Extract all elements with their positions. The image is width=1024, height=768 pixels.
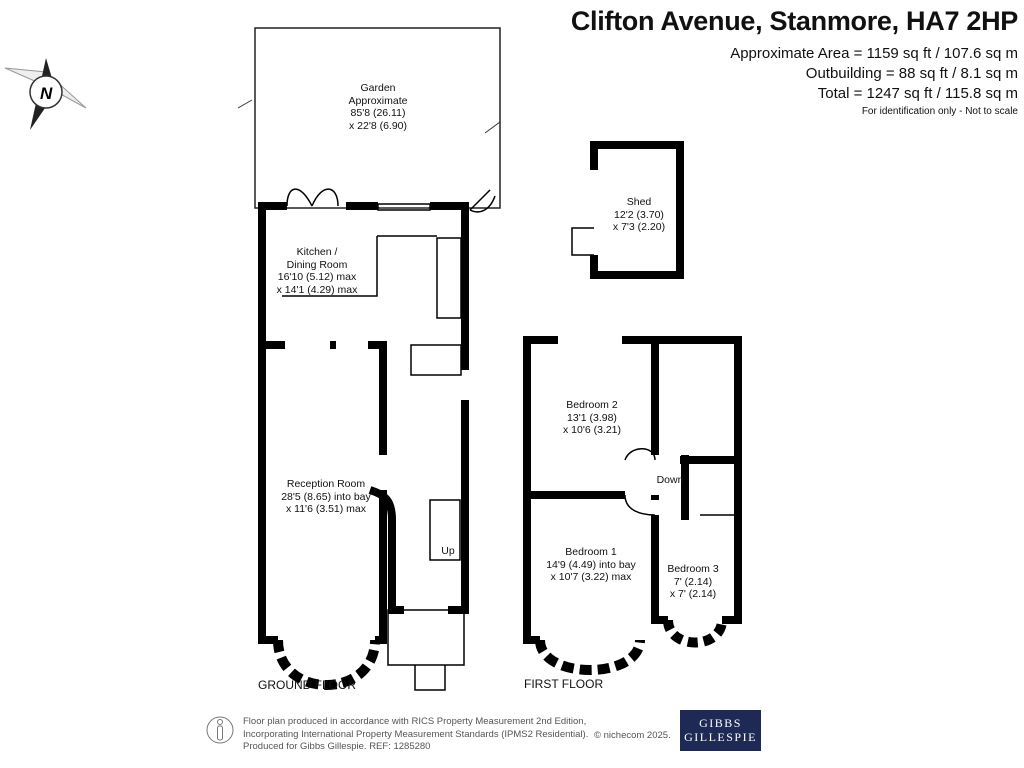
room-dimension: 28'5 (8.65) into bay bbox=[281, 490, 371, 503]
compass-icon: N bbox=[4, 58, 87, 130]
bedroom3-label: Bedroom 3 7' (2.14) x 7' (2.14) bbox=[667, 563, 718, 601]
garden-label: Garden Approximate 85'8 (26.11) x 22'8 (… bbox=[349, 82, 408, 132]
room-dimension: 7' (2.14) bbox=[673, 575, 713, 588]
ground-floor-label: GROUND FLOOR bbox=[258, 678, 357, 692]
kitchen-label: Kitchen / Dining Room 16'10 (5.12) max x… bbox=[277, 246, 358, 296]
bedroom1-label: Bedroom 1 14'9 (4.49) into bay x 10'7 (3… bbox=[546, 546, 636, 584]
reception-label: Reception Room 28'5 (8.65) into bay x 11… bbox=[281, 478, 371, 516]
property-title: Clifton Avenue, Stanmore, HA7 2HP bbox=[570, 6, 1018, 36]
footer-line: Produced for Gibbs Gillespie. REF: 12852… bbox=[243, 741, 431, 752]
room-dimension: x 7' (2.14) bbox=[669, 588, 717, 600]
room-dimension: x 7'3 (2.20) bbox=[612, 221, 666, 233]
footer-disclaimer: Floor plan produced in accordance with R… bbox=[243, 716, 588, 754]
stairs-down-label: Down bbox=[656, 474, 684, 486]
shed-walls bbox=[590, 141, 684, 279]
room-name: Reception Room bbox=[286, 478, 366, 490]
room-name: Shed bbox=[626, 196, 652, 208]
room-dimension: 12'2 (3.70) bbox=[614, 208, 664, 221]
room-name: Garden bbox=[360, 82, 396, 94]
footer-line: Incorporating International Property Mea… bbox=[243, 728, 589, 740]
outbuilding-area: Outbuilding = 88 sq ft / 8.1 sq m bbox=[805, 65, 1018, 82]
room-dimension: x 10'6 (3.21) bbox=[562, 424, 622, 436]
copyright: © nichecom 2025. bbox=[594, 730, 671, 741]
room-dimension: 13'1 (3.98) bbox=[567, 411, 617, 424]
bedroom2-label: Bedroom 2 13'1 (3.98) x 10'6 (3.21) bbox=[563, 399, 621, 437]
shed-label: Shed 12'2 (3.70) x 7'3 (2.20) bbox=[613, 196, 665, 234]
room-name: Dining Room bbox=[286, 258, 348, 271]
compass-label: N bbox=[40, 84, 53, 103]
room-name: Bedroom 2 bbox=[566, 399, 618, 411]
logo-line: GILLESPIE bbox=[684, 730, 757, 744]
room-text: Approximate bbox=[348, 94, 408, 107]
room-dimension: 16'10 (5.12) max bbox=[277, 271, 357, 283]
room-dimension: x 22'8 (6.90) bbox=[348, 119, 408, 132]
footer-line: Floor plan produced in accordance with R… bbox=[243, 716, 587, 727]
room-dimension: x 11'6 (3.51) max bbox=[285, 503, 367, 515]
stairs-up-label: Up bbox=[441, 545, 455, 557]
first-floor-label: FIRST FLOOR bbox=[524, 677, 604, 691]
room-name: Kitchen / bbox=[296, 246, 338, 258]
logo-line: GIBBS bbox=[699, 716, 742, 730]
scale-note: For identification only - Not to scale bbox=[861, 106, 1018, 117]
room-dimension: 14'9 (4.49) into bay bbox=[546, 558, 636, 571]
room-name: Bedroom 1 bbox=[565, 546, 617, 558]
room-dimension: x 10'7 (3.22) max bbox=[550, 571, 632, 583]
total-area: Total = 1247 sq ft / 115.8 sq m bbox=[817, 85, 1018, 102]
room-dimension: x 14'1 (4.29) max bbox=[276, 283, 358, 296]
room-name: Bedroom 3 bbox=[667, 563, 719, 575]
room-dimension: 85'8 (26.11) bbox=[350, 107, 406, 119]
agency-logo: GIBBS GILLESPIE bbox=[680, 710, 761, 751]
approximate-area: Approximate Area = 1159 sq ft / 107.6 sq… bbox=[730, 45, 1018, 62]
